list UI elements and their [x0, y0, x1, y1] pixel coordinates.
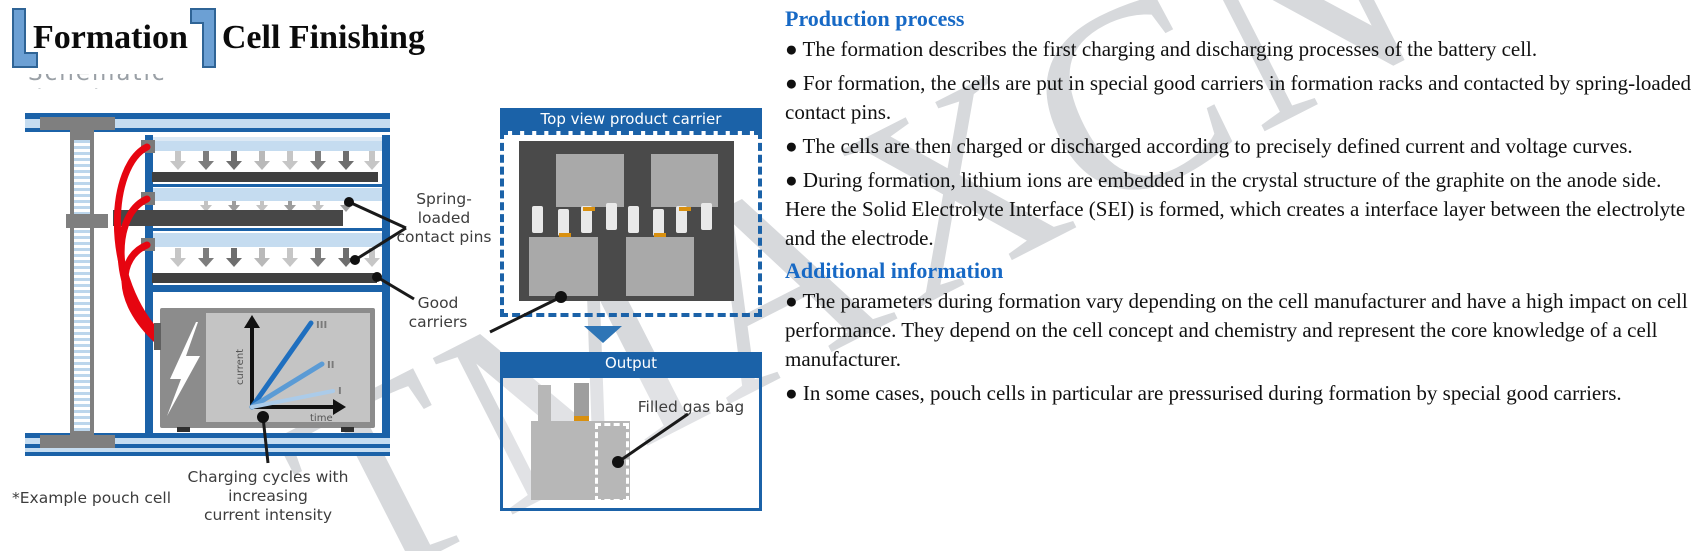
- section-heading-additional-information: Additional information: [785, 258, 1004, 283]
- charging-cycles-label: Charging cycles with increasing current …: [187, 468, 349, 524]
- top-view-panel: Top view product carrier: [500, 108, 762, 317]
- contact-pin: [581, 206, 592, 233]
- page-title: Formation Cell Finishing: [12, 6, 425, 70]
- carrier-cell: [556, 154, 624, 207]
- x-axis-label: time: [310, 413, 333, 424]
- left-bracket-icon: [12, 8, 38, 68]
- lightning-bolt-icon: [167, 322, 200, 416]
- example-pouch-cell-label: *Example pouch cell: [12, 489, 172, 507]
- example-pouch-cell: [154, 308, 375, 432]
- curve-label-III: III: [316, 320, 327, 331]
- bullet-item: ● The formation describes the first char…: [785, 37, 1538, 61]
- title-rest: Cell Finishing: [221, 19, 425, 56]
- contact-pin: [676, 206, 687, 233]
- bullet-item: ● The cells are then charged or discharg…: [785, 134, 1633, 158]
- cell-tab: [559, 233, 571, 237]
- top-view-panel-content: [500, 131, 762, 317]
- rack-left-post: [145, 135, 153, 435]
- top-view-panel-title: Top view product carrier: [500, 108, 762, 131]
- right-bracket-icon: [189, 8, 216, 68]
- carrier-cell: [626, 237, 694, 296]
- rack-right-post: [382, 135, 390, 435]
- title-word-formation: Formation: [33, 19, 188, 56]
- curve-label-I: I: [338, 386, 342, 397]
- shelf-2: [113, 188, 382, 231]
- cell-tab: [583, 207, 595, 211]
- rack-top-rail: [25, 113, 390, 132]
- contact-pin: [628, 206, 639, 233]
- contact-pin: [701, 203, 712, 230]
- output-panel: Output: [500, 352, 762, 511]
- section-heading-production-process: Production process: [785, 6, 965, 31]
- rack-bottom-rail: [25, 433, 390, 456]
- contact-pin: [606, 203, 617, 230]
- output-panel-content: [500, 375, 762, 511]
- contact-pin: [653, 209, 664, 236]
- cell-tab: [654, 233, 666, 237]
- cropped-text-fragment: Schematic drawing: [28, 74, 238, 89]
- curve-label-II: II: [327, 360, 334, 371]
- pouch-tab: [538, 385, 551, 422]
- cell-tab: [679, 207, 691, 211]
- contact-pin: [532, 206, 543, 233]
- shelf-1: [152, 137, 382, 187]
- gas-bag-outline: [595, 423, 629, 502]
- text-column: Production process ● The formation descr…: [785, 6, 1700, 413]
- spring-pins-label: Spring- loaded contact pins: [396, 190, 492, 246]
- pouch-tab: [574, 383, 589, 417]
- current-time-graph: III II I current time: [235, 315, 346, 424]
- carrier-cell: [651, 154, 718, 207]
- filled-gas-bag-label: Filled gas bag: [637, 398, 745, 416]
- product-carrier: [519, 141, 734, 301]
- bullet-item: ● For formation, the cells are put in sp…: [785, 71, 1692, 124]
- rack-spindle: [40, 117, 115, 448]
- contact-pin: [558, 209, 569, 236]
- bullet-item: ● During formation, lithium ions are emb…: [785, 168, 1686, 250]
- output-panel-title: Output: [500, 352, 762, 375]
- y-axis-label: current: [235, 349, 246, 385]
- good-carriers-label: Good carriers: [408, 294, 468, 331]
- red-cables: [113, 143, 161, 344]
- carrier-cell: [529, 237, 598, 296]
- pouch-tab-contact: [574, 416, 589, 421]
- shelf-3: [152, 233, 382, 292]
- bullet-item: ● In some cases, pouch cells in particul…: [785, 381, 1622, 405]
- down-arrow-icon: [584, 326, 622, 343]
- bullet-item: ● The parameters during formation vary d…: [785, 289, 1688, 371]
